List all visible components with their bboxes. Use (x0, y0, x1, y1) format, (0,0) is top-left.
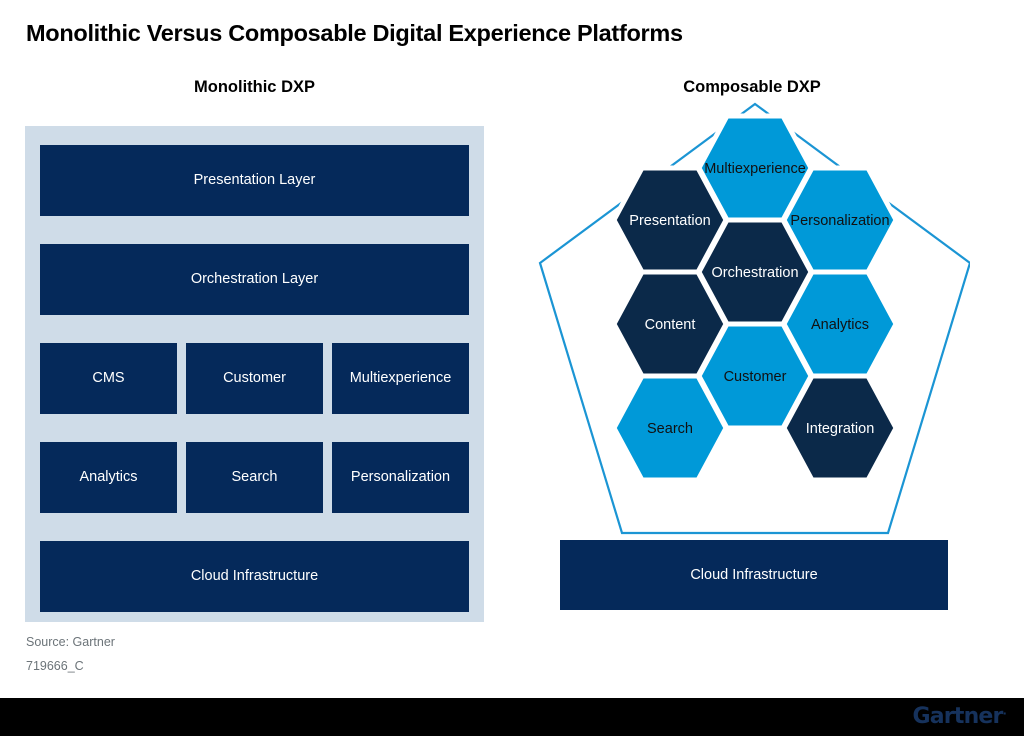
hexagon-label-integration: Integration (806, 421, 875, 437)
hexagon-label-multiexperience: Multiexperience (704, 161, 806, 177)
monolithic-cloud-infrastructure-block: Cloud Infrastructure (40, 541, 469, 612)
monolithic-presentation-layer-block: Presentation Layer (40, 145, 469, 216)
monolithic-dxp-panel: Presentation Layer Orchestration Layer C… (25, 126, 484, 622)
monolithic-search-block: Search (186, 442, 323, 513)
monolithic-column-heading: Monolithic DXP (194, 78, 315, 96)
monolithic-customer-block: Customer (186, 343, 323, 414)
pentagon-outline (538, 102, 970, 535)
monolithic-orchestration-layer-block: Orchestration Layer (40, 244, 469, 315)
monolithic-cms-block: CMS (40, 343, 177, 414)
hexagon-label-analytics: Analytics (811, 317, 869, 333)
chart-id-note: 719666_C (26, 659, 84, 673)
hexagon-label-search: Search (647, 421, 693, 437)
composable-cloud-infrastructure-block: Cloud Infrastructure (560, 540, 948, 610)
hexagon-label-customer: Customer (724, 369, 787, 385)
monolithic-analytics-block: Analytics (40, 442, 177, 513)
gartner-logo-mark: . (1002, 704, 1007, 718)
monolithic-multiexperience-block: Multiexperience (332, 343, 469, 414)
pentagon-shape (538, 102, 970, 535)
hexagon-label-orchestration: Orchestration (711, 265, 798, 281)
hexagon-label-content: Content (645, 317, 696, 333)
monolithic-personalization-block: Personalization (332, 442, 469, 513)
gartner-logo: Gartner. (913, 704, 1007, 729)
hexagon-search (611, 373, 729, 483)
gartner-logo-text: Gartner (912, 704, 1004, 729)
page-title: Monolithic Versus Composable Digital Exp… (26, 20, 683, 46)
hexagon-integration (781, 373, 899, 483)
hexagon-label-presentation: Presentation (629, 213, 710, 229)
hexagon-label-personalization: Personalization (790, 213, 889, 229)
composable-column-heading: Composable DXP (683, 78, 821, 96)
bottom-bar (0, 698, 1024, 736)
source-note: Source: Gartner (26, 635, 115, 649)
